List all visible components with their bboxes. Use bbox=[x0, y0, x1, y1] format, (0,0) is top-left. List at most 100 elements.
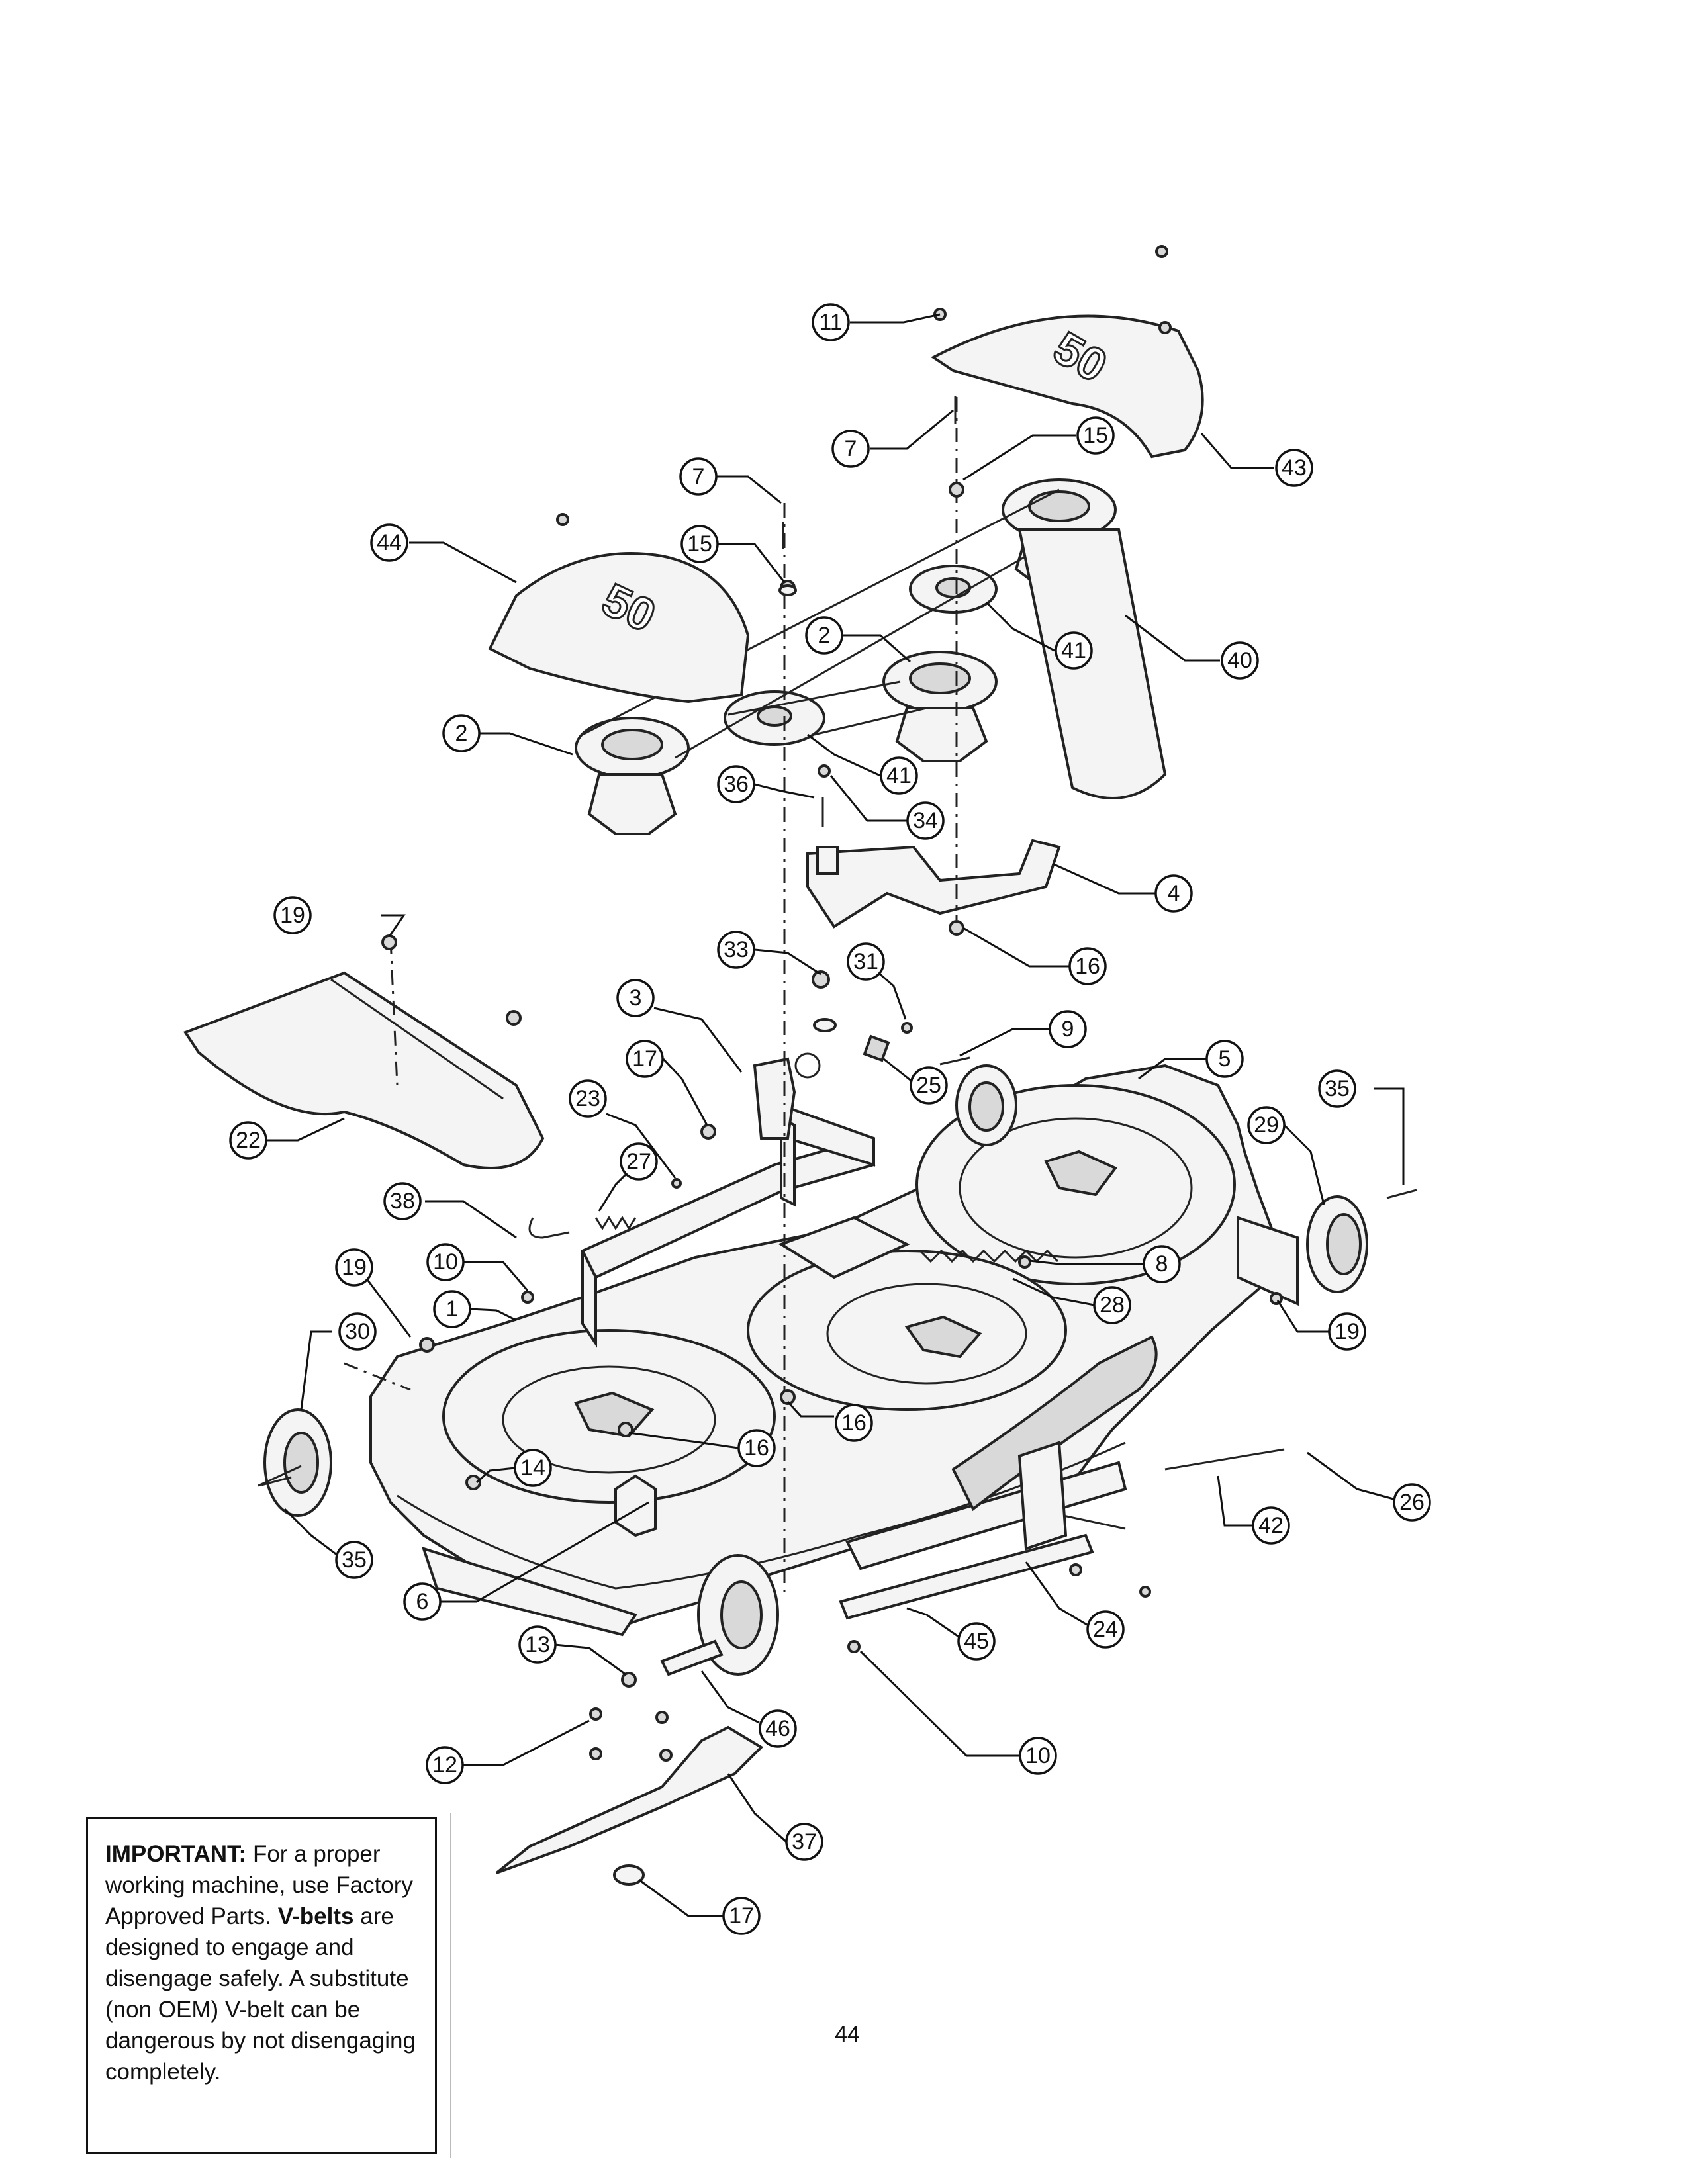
svg-text:13: 13 bbox=[525, 1632, 550, 1657]
svg-text:16: 16 bbox=[1075, 954, 1100, 979]
callout-45: 45 bbox=[957, 1622, 996, 1661]
callout-44: 44 bbox=[370, 523, 408, 562]
svg-text:12: 12 bbox=[432, 1752, 457, 1778]
callout-36: 36 bbox=[717, 765, 755, 803]
callout-43: 43 bbox=[1275, 449, 1313, 487]
belt-cover-right: 50 bbox=[931, 314, 1204, 459]
callout-bubbles: 11 43 7 15 7 15 44 40 41 2 2 41 36 34 4 … bbox=[229, 303, 1431, 1935]
callout-29: 29 bbox=[1247, 1106, 1286, 1144]
callout-14: 14 bbox=[514, 1449, 552, 1487]
anti-scalp-wheel-rear bbox=[955, 1064, 1017, 1146]
svg-text:16: 16 bbox=[744, 1435, 769, 1461]
svg-text:43: 43 bbox=[1282, 455, 1307, 480]
svg-text:15: 15 bbox=[1083, 423, 1108, 448]
svg-text:46: 46 bbox=[765, 1716, 790, 1741]
margin-rule bbox=[450, 1813, 451, 2158]
svg-text:7: 7 bbox=[845, 436, 857, 461]
page-number: 44 bbox=[835, 2022, 860, 2047]
svg-text:30: 30 bbox=[345, 1319, 370, 1344]
svg-text:34: 34 bbox=[913, 808, 938, 833]
svg-text:17: 17 bbox=[729, 1903, 754, 1929]
svg-text:27: 27 bbox=[626, 1149, 651, 1174]
svg-text:6: 6 bbox=[416, 1589, 429, 1614]
callout-33: 33 bbox=[717, 931, 755, 969]
svg-text:33: 33 bbox=[724, 937, 749, 962]
callout-3: 3 bbox=[616, 979, 655, 1017]
leader-lines bbox=[265, 313, 1405, 1917]
svg-text:17: 17 bbox=[632, 1046, 657, 1071]
svg-text:37: 37 bbox=[792, 1829, 817, 1854]
svg-text:40: 40 bbox=[1227, 648, 1252, 673]
rear-axle-rods bbox=[1017, 1441, 1285, 1551]
callout-13: 13 bbox=[518, 1625, 557, 1664]
svg-text:22: 22 bbox=[236, 1128, 261, 1153]
callout-19-left: 19 bbox=[335, 1248, 373, 1287]
belt-cover-left: 50 bbox=[488, 552, 750, 704]
anti-scalp-wheel-left bbox=[258, 1408, 332, 1517]
svg-text:41: 41 bbox=[1061, 638, 1086, 663]
callout-15-left: 15 bbox=[680, 525, 719, 563]
callout-1: 1 bbox=[433, 1290, 471, 1328]
svg-text:10: 10 bbox=[1025, 1743, 1051, 1768]
svg-text:16: 16 bbox=[841, 1410, 867, 1435]
svg-text:31: 31 bbox=[853, 949, 878, 974]
callout-2-center: 2 bbox=[805, 616, 843, 655]
svg-text:45: 45 bbox=[964, 1629, 989, 1654]
svg-text:38: 38 bbox=[390, 1189, 415, 1214]
svg-text:3: 3 bbox=[630, 985, 642, 1011]
callout-41-right: 41 bbox=[1055, 631, 1093, 670]
svg-text:35: 35 bbox=[342, 1547, 367, 1572]
idler-pulley-2 bbox=[909, 565, 998, 614]
callout-46: 46 bbox=[759, 1709, 797, 1748]
deck-spring bbox=[594, 1216, 1059, 1263]
callout-19-chute: 19 bbox=[273, 896, 312, 934]
callout-7-left: 7 bbox=[679, 457, 718, 496]
svg-text:41: 41 bbox=[886, 763, 912, 788]
callout-7-right: 7 bbox=[831, 430, 870, 468]
svg-text:10: 10 bbox=[433, 1250, 458, 1275]
mower-blade bbox=[495, 1725, 764, 1874]
callout-12: 12 bbox=[426, 1746, 464, 1784]
svg-text:11: 11 bbox=[819, 310, 842, 335]
callout-28: 28 bbox=[1093, 1286, 1131, 1324]
assembly-alignment-lines bbox=[344, 397, 958, 1595]
svg-text:19: 19 bbox=[1335, 1319, 1360, 1344]
callout-34: 34 bbox=[906, 801, 945, 840]
anti-scalp-wheel-right bbox=[1237, 1195, 1368, 1306]
svg-text:14: 14 bbox=[520, 1455, 545, 1480]
anti-scalp-wheel-front bbox=[697, 1554, 779, 1676]
svg-text:29: 29 bbox=[1254, 1113, 1279, 1138]
notice-text-2: are designed to engage and disengage saf… bbox=[105, 1903, 416, 2085]
spindle-pulley-left bbox=[575, 717, 690, 835]
svg-text:7: 7 bbox=[692, 464, 705, 489]
svg-text:36: 36 bbox=[724, 772, 749, 797]
callout-35-left: 35 bbox=[335, 1541, 373, 1579]
svg-text:35: 35 bbox=[1325, 1076, 1350, 1101]
front-bracket bbox=[614, 1474, 657, 1537]
deck-lift-frame bbox=[581, 1052, 910, 1348]
callout-27: 27 bbox=[620, 1142, 658, 1181]
callout-11: 11 bbox=[812, 303, 850, 341]
callout-38: 38 bbox=[383, 1182, 422, 1220]
svg-text:23: 23 bbox=[575, 1086, 600, 1111]
discharge-chute bbox=[183, 971, 545, 1169]
svg-text:42: 42 bbox=[1258, 1513, 1284, 1538]
callout-26: 26 bbox=[1393, 1483, 1431, 1522]
svg-text:44: 44 bbox=[377, 530, 402, 555]
spindle-pulley-center bbox=[882, 651, 998, 762]
notice-text-1: For a proper working machine, use Factor… bbox=[105, 1841, 413, 1929]
baffle-plate bbox=[660, 1533, 1094, 1676]
callout-16-middle: 16 bbox=[835, 1404, 873, 1442]
callout-15-right: 15 bbox=[1076, 416, 1115, 455]
callout-16-lower: 16 bbox=[737, 1429, 776, 1467]
svg-text:19: 19 bbox=[280, 903, 305, 928]
notice-highlight: V-belts bbox=[277, 1903, 354, 1929]
svg-text:26: 26 bbox=[1399, 1490, 1425, 1515]
callout-5: 5 bbox=[1205, 1040, 1244, 1078]
callout-22: 22 bbox=[229, 1121, 267, 1160]
callout-41-center: 41 bbox=[880, 756, 918, 795]
callout-10-upper: 10 bbox=[426, 1243, 465, 1281]
callout-6: 6 bbox=[403, 1582, 442, 1621]
callout-17-lower: 17 bbox=[722, 1897, 761, 1935]
